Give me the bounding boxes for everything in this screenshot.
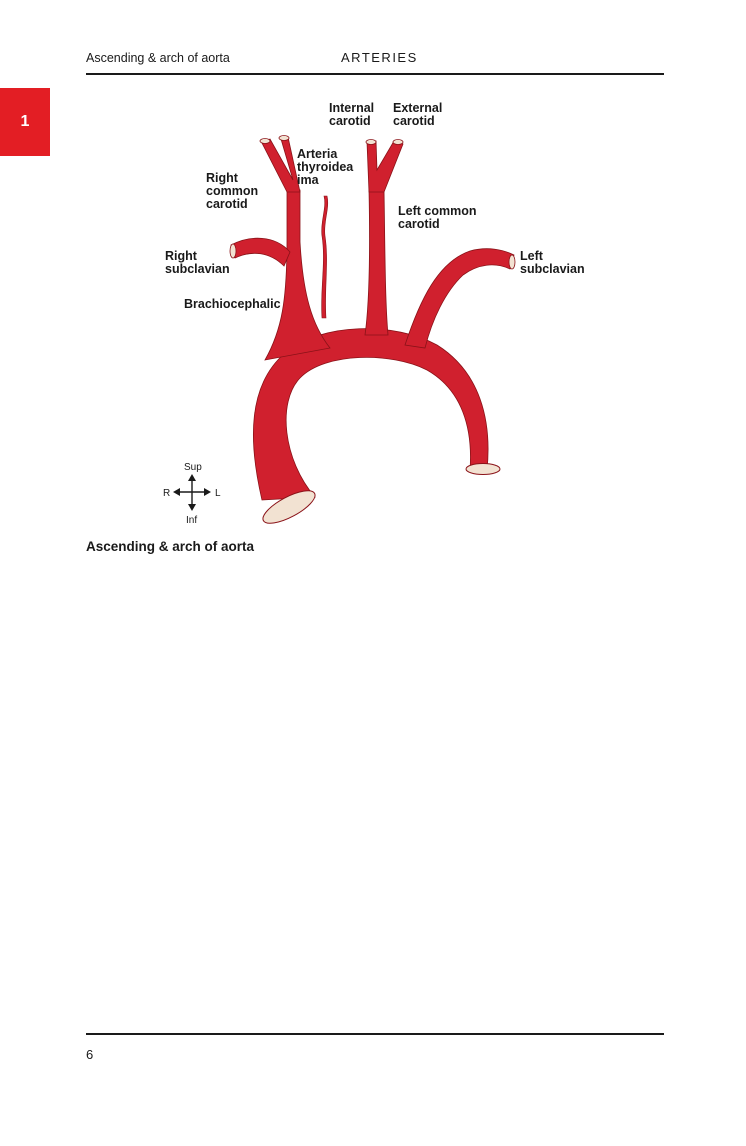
compass-arrow-right-icon (204, 488, 211, 496)
right-subclavian-lumen (229, 243, 237, 259)
label-arteria-line1: Arteria (297, 147, 338, 161)
label-external-carotid-line1: External (393, 101, 442, 115)
arteria-thyroidea-ima-vessel (321, 195, 328, 319)
compass-inf-label: Inf (186, 515, 197, 526)
label-arteria-line2: thyroidea (297, 160, 354, 174)
compass-right-label: R (163, 488, 170, 499)
ascending-aorta-lumen (262, 490, 316, 524)
right-external-lumen (278, 135, 290, 141)
figure-caption: Ascending & arch of aorta (86, 539, 255, 554)
right-carotid-bifurcation (261, 136, 301, 193)
compass-arrow-up-icon (188, 474, 196, 481)
compass-arrow-down-icon (188, 504, 196, 511)
header-rule (86, 73, 664, 75)
left-internal-lumen (365, 139, 377, 145)
aorta-illustration (229, 135, 516, 524)
label-external-carotid-line2: carotid (393, 114, 435, 128)
right-subclavian-vessel (230, 237, 291, 267)
compass-sup-label: Sup (184, 462, 202, 473)
label-left-subclavian-line1: Left (520, 249, 544, 263)
footer-rule (86, 1033, 664, 1035)
left-subclavian-vessel (404, 248, 515, 349)
label-right-common-carotid-line3: carotid (206, 197, 248, 211)
label-brachiocephalic: Brachiocephalic (184, 297, 281, 311)
left-external-lumen (392, 139, 404, 145)
compass-left-label: L (215, 488, 221, 499)
brachiocephalic-vessel (264, 189, 331, 361)
running-header-section: Ascending & arch of aorta (86, 51, 230, 65)
compass-arrow-left-icon (173, 488, 180, 496)
label-internal-carotid-line1: Internal (329, 101, 374, 115)
chapter-tab-number: 1 (20, 113, 30, 130)
left-common-carotid-vessel (364, 189, 389, 336)
label-left-common-carotid-line1: Left common (398, 204, 476, 218)
label-right-common-carotid-line1: Right (206, 171, 239, 185)
label-left-common-carotid-line2: carotid (398, 217, 440, 231)
label-right-subclavian-line1: Right (165, 249, 198, 263)
left-subclavian-lumen (508, 254, 516, 270)
aortic-arch-figure: Internal carotid External carotid Arteri… (163, 101, 585, 526)
running-header-chapter: ARTERIES (341, 50, 418, 65)
label-right-subclavian-line2: subclavian (165, 262, 230, 276)
label-internal-carotid-line2: carotid (329, 114, 371, 128)
descending-aorta-lumen (465, 463, 501, 475)
left-carotid-bifurcation (366, 140, 404, 193)
right-internal-lumen (259, 138, 271, 144)
label-left-subclavian-line2: subclavian (520, 262, 585, 276)
orientation-compass: Sup Inf R L (163, 462, 221, 526)
chapter-tab: 1 (0, 88, 50, 156)
label-arteria-line3: ima (297, 173, 320, 187)
label-right-common-carotid-line2: common (206, 184, 258, 198)
page-number: 6 (86, 1047, 94, 1062)
